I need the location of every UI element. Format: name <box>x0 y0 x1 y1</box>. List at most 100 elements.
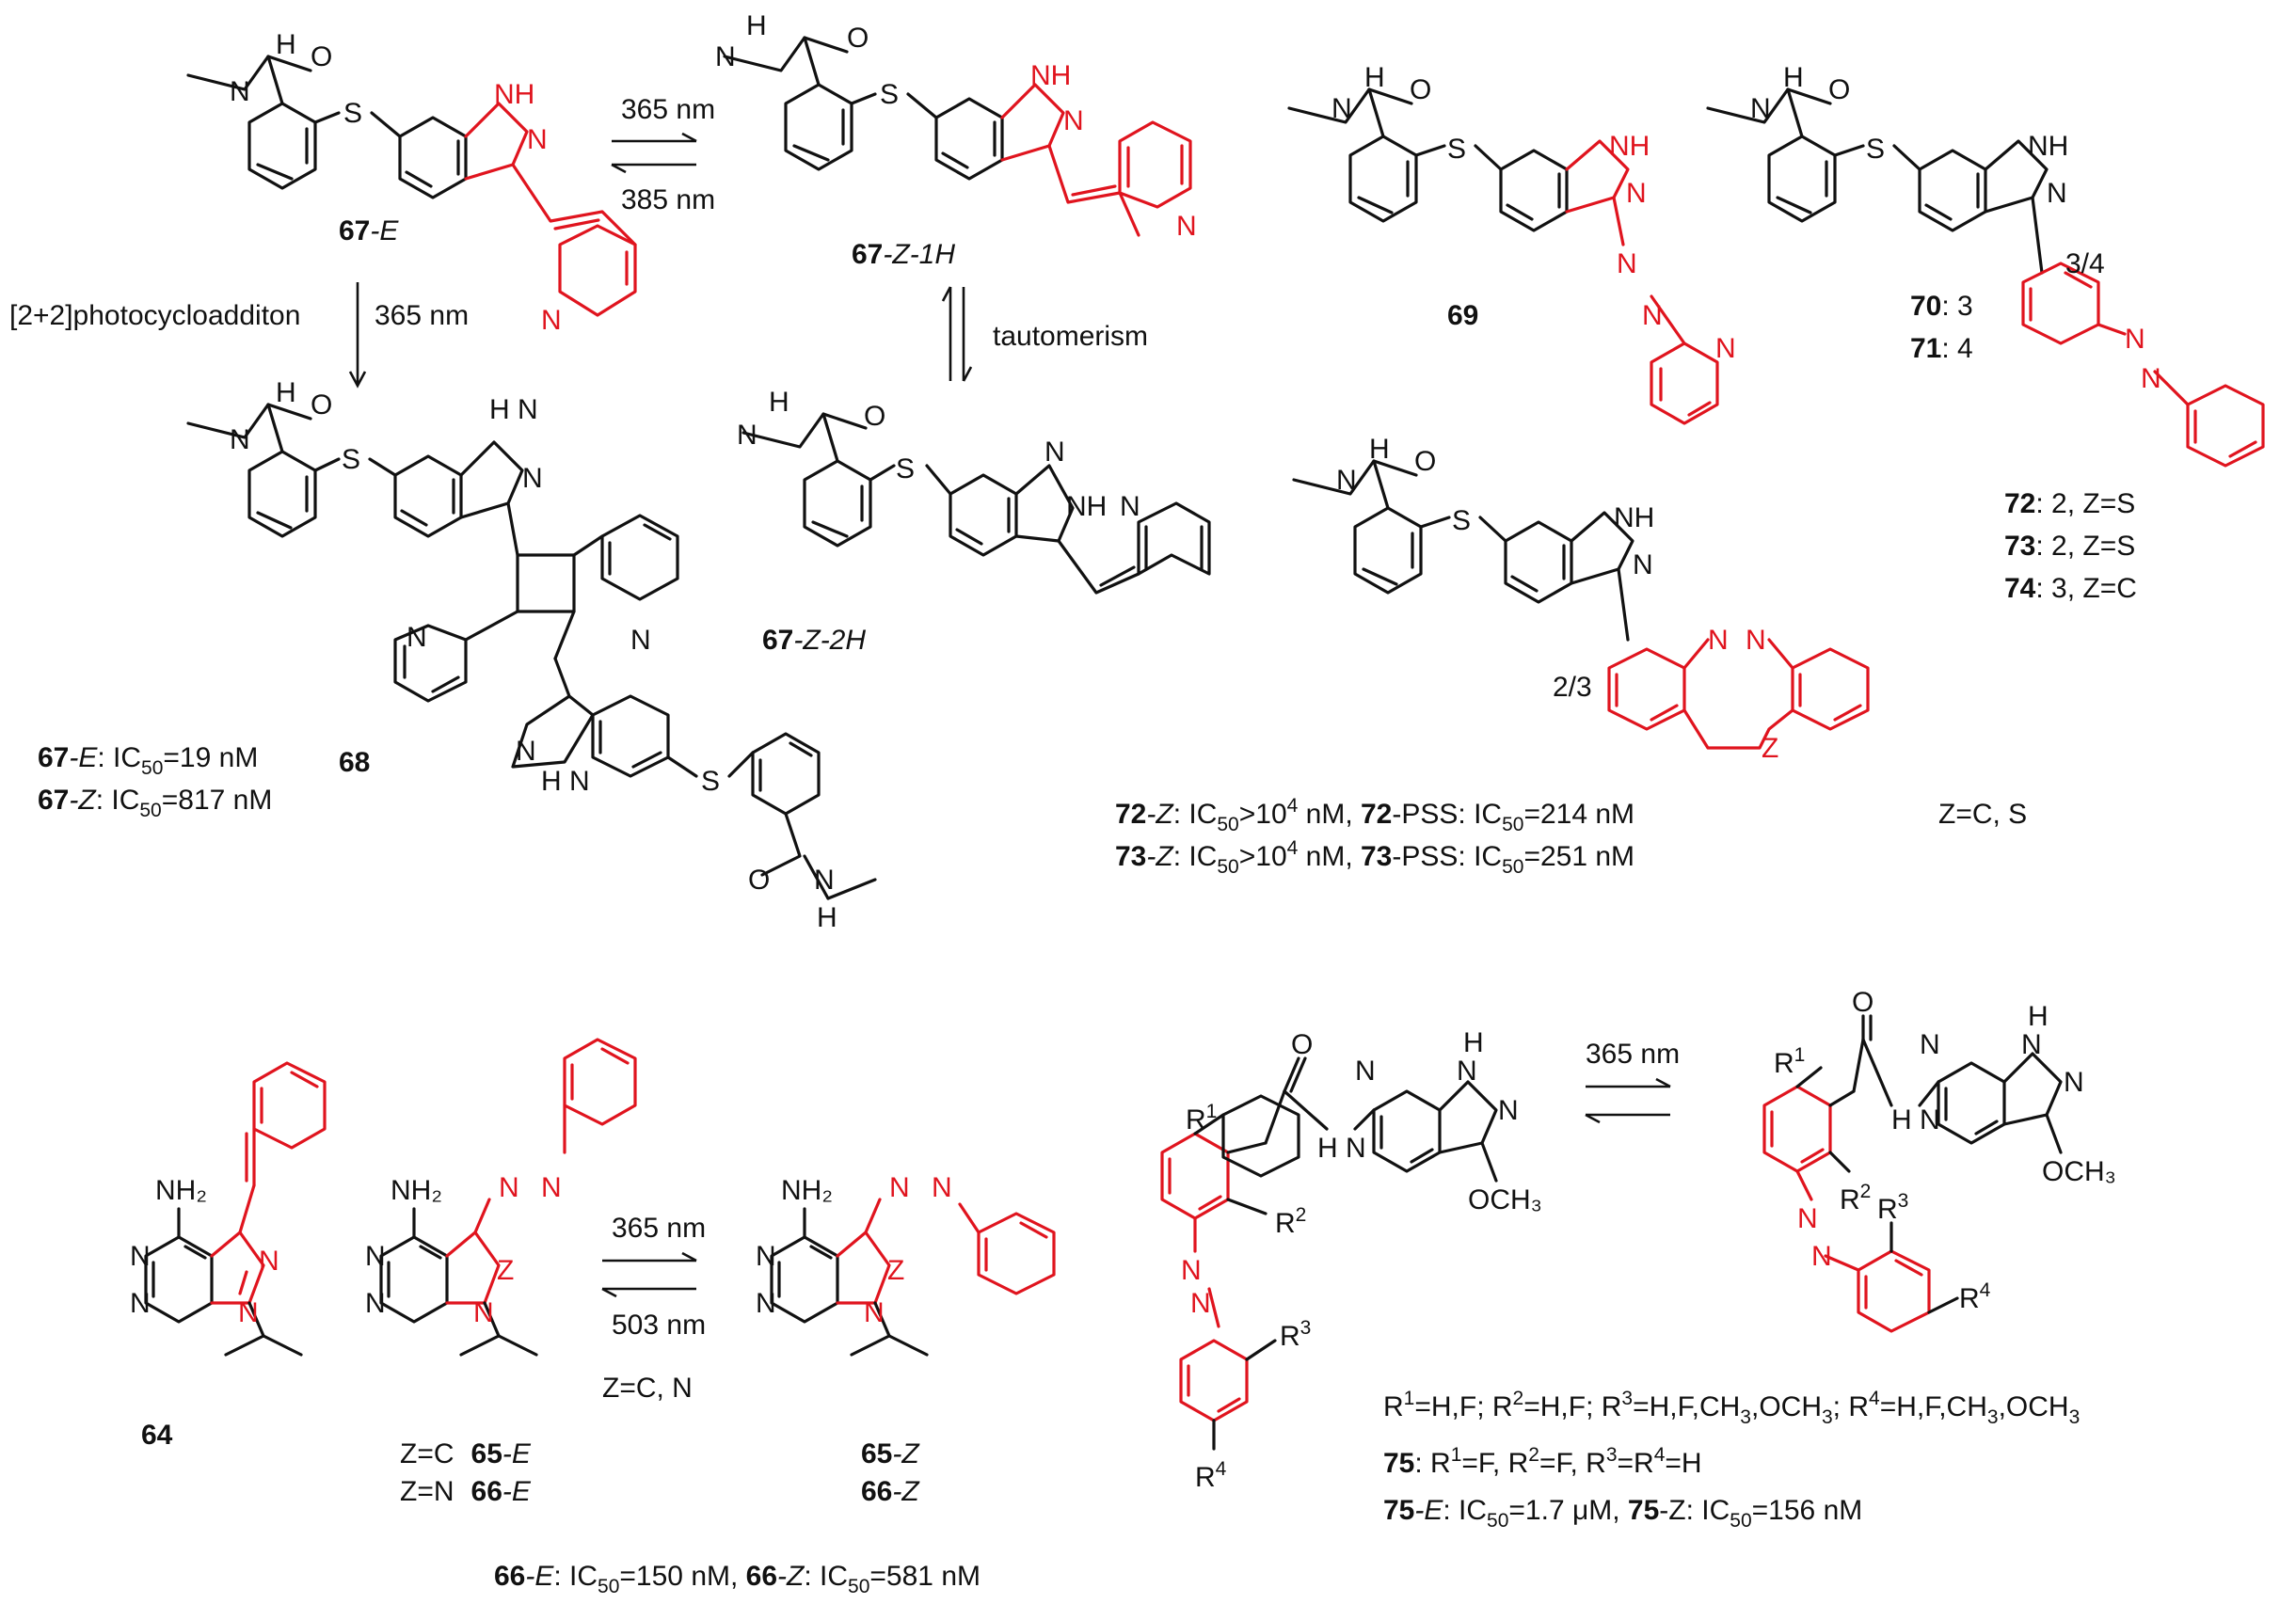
atom-Nazo2-70: N <box>2141 363 2161 394</box>
atom-O-75E: O <box>1291 1029 1313 1060</box>
atom-R3-75Z: R3 <box>1877 1190 1908 1225</box>
atom-S-68a: S <box>342 444 360 475</box>
atom-N2-68a: N <box>522 463 543 494</box>
label-68: 68 <box>339 747 370 778</box>
structure-65-66-E <box>379 1038 637 1357</box>
atom-H-68c: H <box>817 902 837 933</box>
atom-NH2-65E: NH₂ <box>391 1175 442 1206</box>
atom-N2-75Z: N <box>2021 1029 2042 1060</box>
atom-N-72: N <box>1336 465 1357 496</box>
atom-NH2-64: NH₂ <box>155 1175 207 1206</box>
atom-N1-75E: N <box>1355 1056 1376 1087</box>
label-69: 69 <box>1447 300 1478 331</box>
arrow-photocycloaddition <box>348 282 367 389</box>
atom-N3-75Z: N <box>2064 1067 2084 1098</box>
arrow-label-cycloaddition: [2+2]photocycloadditon <box>9 300 300 331</box>
structure-69 <box>1287 87 1719 425</box>
equilibrium-arrow-365-503 <box>601 1251 697 1298</box>
atom-O-67Z2H: O <box>864 401 885 432</box>
atom-Nazo1-75Z: N <box>1797 1203 1818 1234</box>
atom-Npy-68b: N <box>407 622 427 653</box>
label-pos-3-4: 3/4 <box>2065 248 2105 279</box>
atom-Nazo1-69: N <box>1617 248 1637 279</box>
atom-Npy-69: N <box>1715 333 1736 364</box>
atom-Nazo2-69: N <box>1642 300 1663 331</box>
atom-N-68c: N <box>814 865 835 896</box>
atom-N2-64: N <box>130 1288 151 1319</box>
atom-N3-65E: N <box>473 1297 494 1328</box>
atom-NH-69: NH <box>1609 131 1650 162</box>
atom-S-67Z2H: S <box>896 453 915 484</box>
atom-H-67E: H <box>276 29 296 60</box>
label-72: 72: 2, Z=S <box>2004 488 2135 519</box>
atom-S-69: S <box>1447 134 1466 165</box>
arrow-label-365nm-top: 365 nm <box>621 94 715 125</box>
atom-HN-68a: H N <box>489 394 538 425</box>
atom-NH-72: NH <box>1614 502 1654 533</box>
ic50-73: 73-Z: IC50>104 nM, 73-PSS: IC50=251 nM <box>1115 837 1634 878</box>
label-64: 64 <box>141 1420 173 1451</box>
atom-H-72: H <box>1369 434 1390 465</box>
atom-O-72: O <box>1414 446 1436 477</box>
structure-64 <box>144 1061 327 1357</box>
structure-65-66-Z <box>770 1198 1056 1357</box>
atom-N2-67E: N <box>527 124 548 155</box>
label-z-c-n: Z=C, N <box>602 1373 693 1404</box>
atom-NH-75Z: H N <box>1891 1104 1940 1136</box>
atom-NH-67Z2H: NH <box>1066 491 1107 522</box>
atom-Npy-68a: N <box>630 625 651 656</box>
atom-R1-75E: R1 <box>1186 1101 1217 1136</box>
atom-H-67Z1H: H <box>746 10 767 41</box>
atom-Nazo1-65E: N <box>499 1172 519 1203</box>
atom-N1-67Z2H: N <box>1044 437 1065 468</box>
atom-S-70: S <box>1866 134 1885 165</box>
rgroup-definitions: R1=H,F; R2=H,F; R3=H,F,CH3,OCH3; R4=H,F,… <box>1383 1388 2080 1428</box>
structure-67-Z-2H <box>741 412 1211 595</box>
label-73: 73: 2, Z=S <box>2004 531 2135 562</box>
atom-N1-75Z: N <box>1920 1029 1940 1060</box>
arrow-label-365nm-mid: 365 nm <box>612 1213 706 1244</box>
atom-R2-75Z: R2 <box>1840 1181 1871 1215</box>
atom-O-68a: O <box>311 389 332 421</box>
equilibrium-arrow-365-right <box>1585 1077 1671 1124</box>
atom-N2-75E: N <box>1457 1056 1477 1087</box>
arrow-label-385nm: 385 nm <box>621 184 715 215</box>
atom-N1-65E: N <box>365 1241 386 1272</box>
arrow-label-365nm-right: 365 nm <box>1586 1039 1680 1070</box>
ic50-67-Z: 67-Z: IC50=817 nM <box>38 785 272 821</box>
label-67-Z-1H: 67-Z-1H <box>852 239 955 270</box>
atom-Z-65Z: Z <box>887 1255 904 1286</box>
atom-NH-67Z1H: NH <box>1030 60 1071 91</box>
atom-Nazo2-65E: N <box>541 1172 562 1203</box>
atom-Nazo1-65Z: N <box>889 1172 910 1203</box>
atom-N2-69: N <box>1626 178 1647 209</box>
atom-Nazo2-75Z: N <box>1811 1241 1832 1272</box>
atom-R2-75E: R2 <box>1275 1204 1306 1239</box>
structure-70-71 <box>1706 87 2265 468</box>
label-71: 71: 4 <box>1910 333 1973 364</box>
atom-O-67E: O <box>311 41 332 72</box>
atom-N3-75E: N <box>1498 1095 1519 1126</box>
arrow-tautomerism <box>941 286 973 382</box>
atom-N2-72: N <box>1633 549 1653 580</box>
structure-75-Z <box>1762 1014 2063 1333</box>
ic50-75: 75-E: IC50=1.7 μM, 75-Z: IC50=156 nM <box>1383 1495 1862 1532</box>
equilibrium-arrow-365-385 <box>611 132 697 174</box>
atom-Nazo2-72: N <box>1746 625 1766 656</box>
atom-NH-67E: NH <box>494 79 534 110</box>
atom-N-67Z2H: N <box>737 420 757 451</box>
atom-Npy-67Z2H: N <box>1120 491 1140 522</box>
label-66-Z: 66-Z <box>861 1476 920 1507</box>
atom-N2-65E: N <box>365 1288 386 1319</box>
atom-H-69: H <box>1364 62 1385 93</box>
atom-Nazo2-65Z: N <box>932 1172 952 1203</box>
arrow-label-365nm-cyclo: 365 nm <box>375 300 469 331</box>
atom-Nazo1-75E: N <box>1181 1255 1202 1286</box>
atom-H-75Z: H <box>2028 1001 2049 1032</box>
label-67-Z-2H: 67-Z-2H <box>762 625 866 656</box>
atom-H-70: H <box>1783 62 1804 93</box>
atom-NH2-65Z: NH₂ <box>781 1175 833 1206</box>
atom-O-68b: O <box>748 865 770 896</box>
atom-S-72: S <box>1452 505 1471 536</box>
